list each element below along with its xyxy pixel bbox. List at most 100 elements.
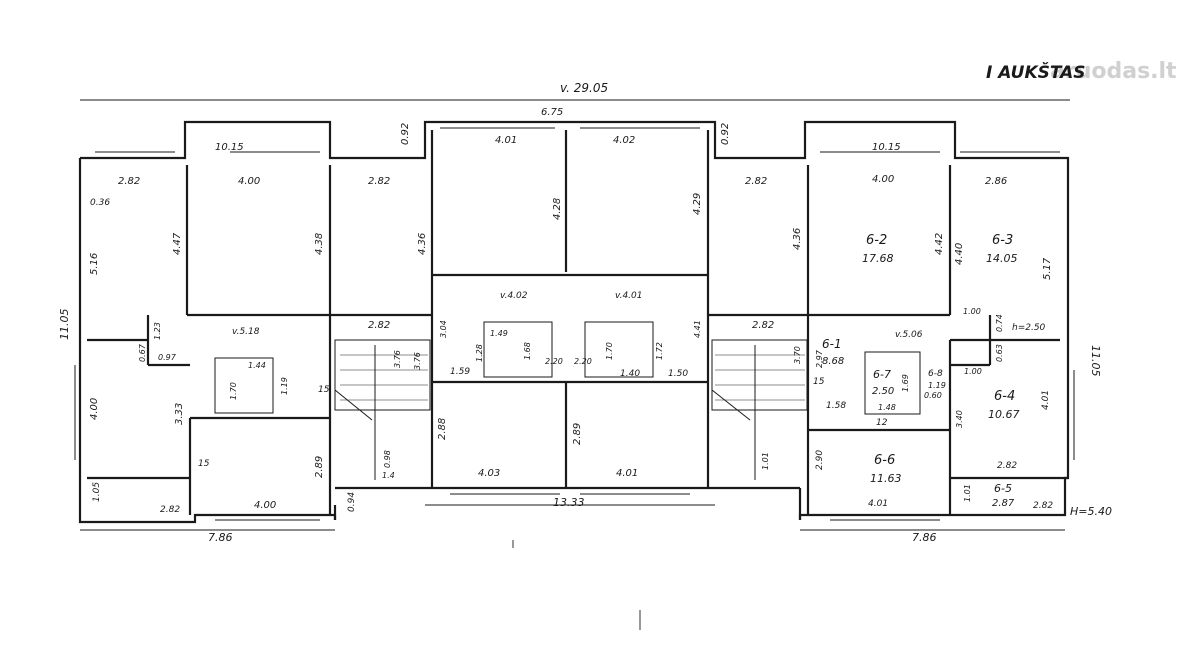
room-area: 10.67 (988, 408, 1020, 421)
dim-ll-6: 4.00 (89, 398, 100, 420)
dim-lc-3: 4.01 (616, 468, 638, 479)
dim-lr-6: 4.01 (1041, 390, 1051, 410)
dim-ll-15: 15 (318, 385, 330, 395)
dim-mid-7: 1.00 (963, 307, 981, 316)
bottom-right-label: 7.86 (912, 531, 937, 544)
dim-lr-5: 3.40 (955, 410, 964, 428)
bottom-left-label: 7.86 (208, 531, 233, 544)
dim-core-0: 1.49 (490, 329, 508, 338)
staircase-left (334, 339, 431, 480)
dim-core-2: 1.68 (523, 342, 532, 360)
dim-mid-9: 0.63 (995, 344, 1004, 362)
dim-ll-5: 1.19 (280, 377, 289, 395)
room-id: 6-3 (992, 233, 1013, 248)
dim-ll-12: 0.94 (347, 492, 357, 512)
lower-right-dimensions: 1.58 1.48 1.69 1.00 0.60 3.40 4.01 2.90 … (761, 367, 1053, 511)
dim-v-10: 0.36 (90, 198, 110, 208)
dim-ll-13: 0.98 (383, 450, 392, 468)
dim-lr-2: 1.69 (901, 374, 910, 392)
dim-mid-8: 0.74 (995, 314, 1004, 332)
dim-ll-4: 1.70 (229, 382, 238, 400)
dim-v-1: 4.47 (172, 232, 183, 255)
dim-core-1: 1.28 (475, 344, 484, 362)
lower-left-dimensions: 1.23 0.67 0.97 1.44 1.70 1.19 4.00 3.33 … (89, 322, 395, 515)
dim-ll-16: 15 (198, 459, 210, 469)
room-area: 17.68 (862, 252, 894, 265)
room-id: 6-1 (822, 337, 842, 351)
room-id: 6-8 (928, 369, 943, 379)
room-6-8: 6-8 1.19 (928, 369, 946, 390)
dim-ll-7: 3.33 (174, 403, 185, 425)
core-dimensions: 1.49 1.28 1.68 2.20 2.20 1.70 1.72 1.59 … (393, 320, 824, 379)
dim-core-10: 3.76 (413, 352, 422, 370)
room-id: 6-4 (994, 389, 1015, 404)
overall-dimension: v. 29.05 (80, 81, 1070, 101)
dim-lr-0: 1.58 (826, 401, 846, 411)
room-6-6: 6-6 11.63 (870, 453, 902, 485)
room-area: 2.87 (992, 498, 1015, 509)
room-area: 11.63 (870, 472, 902, 485)
room-6-5: 6-5 2.87 (992, 482, 1015, 509)
dim-v-3: 4.36 (417, 233, 428, 255)
dim-top-5: 10.15 (872, 142, 901, 153)
room-area: 14.05 (986, 252, 1018, 265)
room-id: 6-2 (866, 233, 887, 248)
windows (74, 127, 1075, 521)
bottom-center-label: 13.33 (553, 496, 585, 509)
outer-walls (78, 120, 1070, 524)
dim-v-7: 4.42 (934, 233, 945, 255)
dim-core-7: 1.59 (450, 367, 470, 377)
dim-lc-1: 2.89 (572, 423, 583, 445)
dim-ll-3: 1.44 (248, 361, 266, 370)
dim-core-13: 4.41 (693, 320, 702, 338)
dim-ll-10: 2.82 (160, 505, 180, 515)
lower-center-dimensions: 2.88 2.89 4.03 4.01 (437, 418, 638, 479)
room-area: 8.68 (822, 356, 844, 367)
dim-room-0: 2.82 (118, 176, 140, 187)
mid-dimensions: v.5.18 2.82 v.4.02 v.4.01 2.82 v.5.06 h=… (232, 291, 1046, 362)
dim-core-8: 1.40 (620, 369, 640, 379)
room-area: 1.19 (928, 381, 946, 390)
dim-lr-14: 12 (876, 418, 888, 428)
dim-core-12: 3.04 (439, 320, 448, 338)
room-6-4: 6-4 10.67 (988, 389, 1020, 421)
dim-lc-2: 4.03 (478, 468, 500, 479)
room-width-dimensions: 2.82 4.00 2.82 2.82 4.00 2.86 (118, 174, 1007, 187)
center-top-label: 6.75 (541, 107, 563, 118)
dim-ll-14: 1.4 (382, 471, 395, 480)
dim-core-6: 1.72 (655, 342, 664, 360)
dim-top-0: 10.15 (215, 142, 244, 153)
dim-lr-1: 1.48 (878, 403, 896, 412)
room-id: 6-5 (994, 482, 1012, 495)
dim-lr-13: 15 (813, 377, 825, 387)
depth-left-label: 11.05 (58, 309, 71, 341)
dim-lr-12: 2.82 (1033, 501, 1053, 511)
room-6-1: 6-1 8.68 (822, 337, 844, 367)
dim-lr-9: 2.82 (997, 461, 1017, 471)
room-area: 2.50 (872, 386, 894, 397)
dim-v-2: 4.38 (314, 233, 325, 255)
dim-ll-9: 1.05 (92, 482, 102, 502)
dim-mid-0: v.5.18 (232, 327, 260, 337)
dim-core-15: 2.97 (815, 349, 824, 368)
dim-core-4: 2.20 (574, 357, 592, 366)
dim-mid-5: v.5.06 (895, 330, 923, 340)
dim-core-9: 1.50 (668, 369, 688, 379)
watermark-text: aruodas.lt (1050, 59, 1177, 84)
dim-ll-0: 1.23 (153, 322, 162, 340)
staircase-right (711, 339, 808, 480)
room-id: 6-6 (874, 453, 895, 468)
vertical-dimensions: 5.16 4.47 4.38 4.36 4.28 4.29 4.36 4.42 … (89, 193, 1053, 280)
dim-lr-3: 1.00 (964, 367, 982, 376)
top-dimensions: 10.15 0.92 4.01 4.02 0.92 10.15 (215, 123, 901, 153)
dim-mid-3: v.4.01 (615, 291, 643, 301)
dim-top-1: 0.92 (400, 123, 411, 145)
overall-length-label: v. 29.05 (560, 81, 608, 95)
room-6-2: 6-2 17.68 (862, 233, 894, 265)
dim-ll-1: 0.67 (138, 343, 147, 362)
dim-room-5: 2.86 (985, 176, 1007, 187)
dim-room-2: 2.82 (368, 176, 390, 187)
dim-core-3: 2.20 (545, 357, 563, 366)
dim-lr-4: 0.60 (924, 391, 942, 400)
